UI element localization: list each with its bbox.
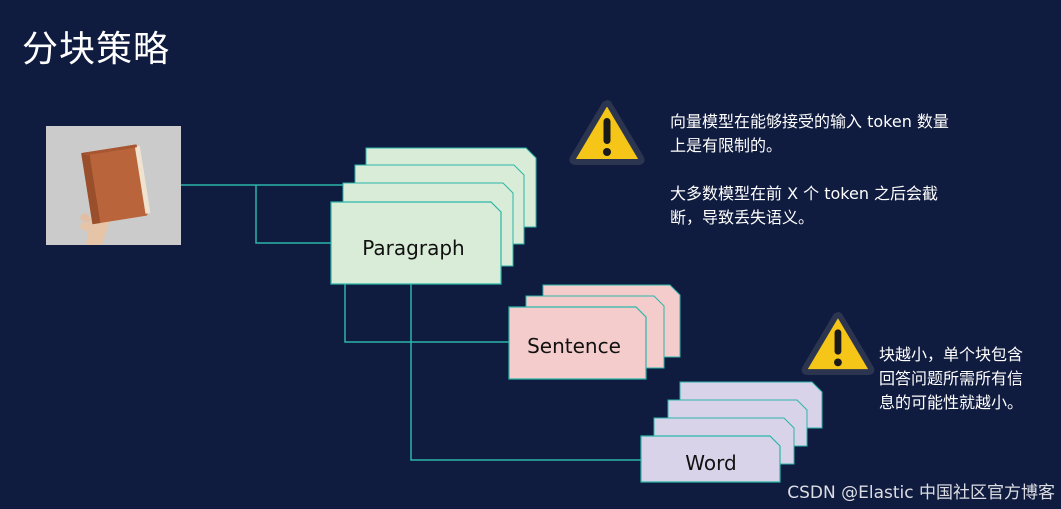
paragraph-box (330, 201, 502, 285)
note-line: 回答问题所需所有信 (879, 369, 1024, 388)
warning-icon (801, 312, 875, 375)
note-line: 大多数模型在前 X 个 token 之后会截 (670, 184, 939, 203)
note-truncation: 大多数模型在前 X 个 token 之后会截 断，导致丢失语义。 (670, 182, 938, 230)
note-line: 向量模型在能够接受的输入 token 数量 (670, 112, 949, 131)
sentence-box (508, 306, 647, 380)
sentence-stack (508, 284, 681, 380)
word-box (640, 435, 781, 483)
connector-lines (181, 184, 641, 461)
word-stack (640, 381, 823, 483)
note-line: 断，导致丢失语义。 (670, 208, 815, 227)
note-line: 息的可能性就越小。 (879, 393, 1024, 412)
note-line: 块越小，单个块包含 (879, 345, 1024, 364)
book-icon (46, 126, 181, 245)
book-photo (46, 126, 181, 245)
note-chunk-size: 块越小，单个块包含 回答问题所需所有信 息的可能性就越小。 (879, 343, 1023, 415)
note-token-limit: 向量模型在能够接受的输入 token 数量 上是有限制的。 (670, 110, 949, 158)
warning-icon (569, 100, 645, 165)
slide-title: 分块策略 (22, 29, 171, 70)
note-line: 上是有限制的。 (670, 136, 783, 155)
watermark: CSDN @Elastic 中国社区官方博客 (787, 483, 1055, 503)
paragraph-stack (330, 147, 537, 285)
